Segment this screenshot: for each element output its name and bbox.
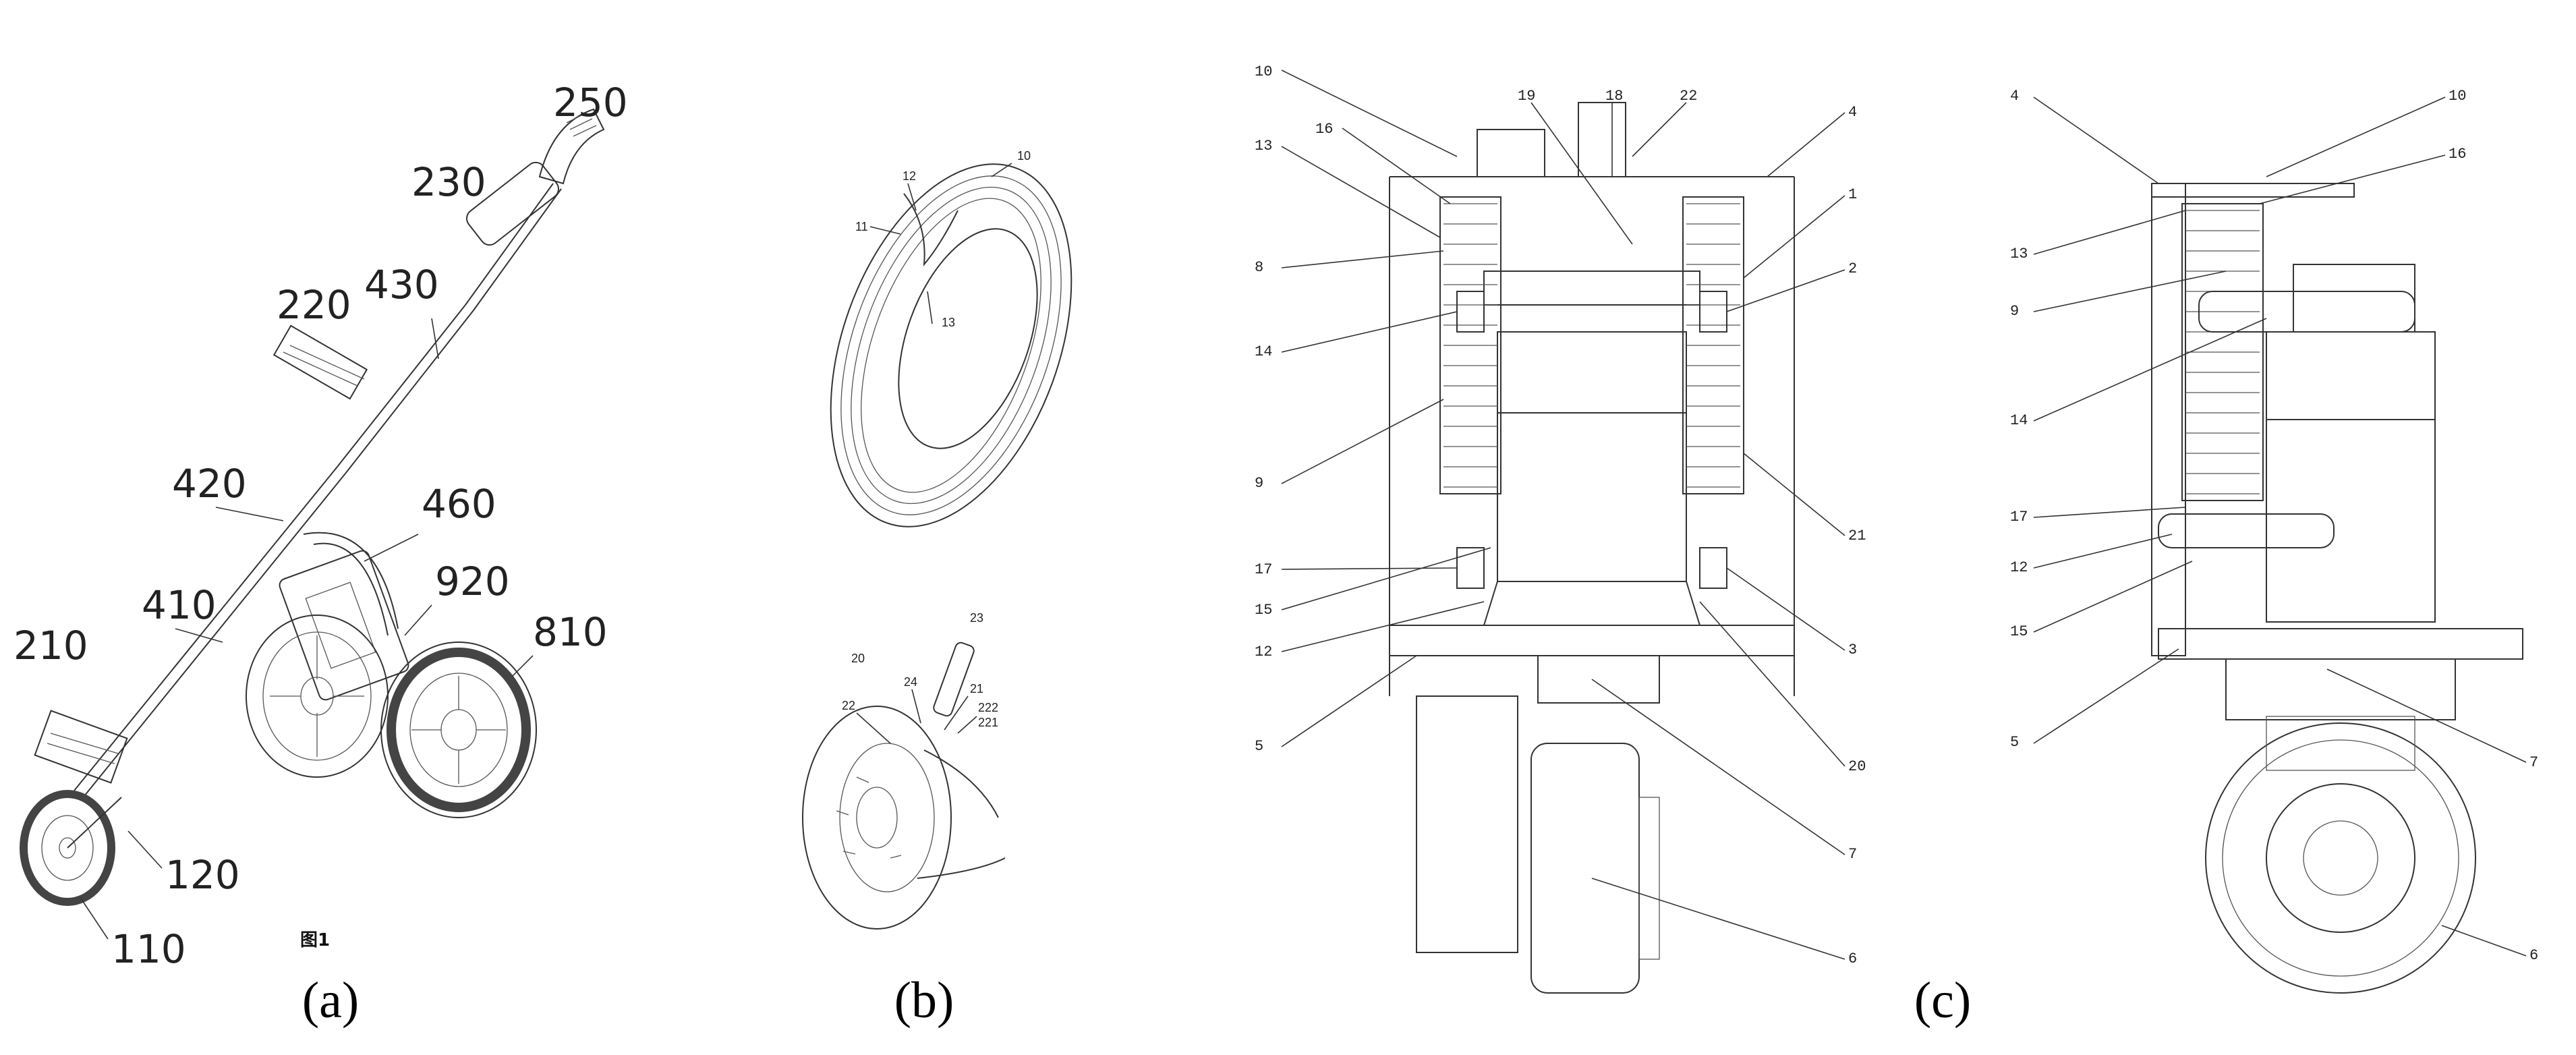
front-label-9: 9 — [1255, 475, 1263, 492]
front-label-2: 2 — [1848, 260, 1857, 277]
label-120: 120 — [165, 852, 240, 898]
rear-wheel-left — [246, 615, 389, 778]
tire-label-11: 11 — [855, 220, 868, 233]
caption-b: (b) — [894, 972, 954, 1029]
front-label-15: 15 — [1255, 602, 1272, 619]
label-430: 430 — [364, 262, 439, 308]
side-view-labels: 4 10 16 13 9 14 17 12 15 5 7 6 — [2010, 88, 2538, 964]
side-label-5: 5 — [2010, 734, 2019, 751]
foot-brake — [34, 710, 128, 784]
tire — [830, 163, 1072, 528]
left-spring — [1439, 196, 1501, 494]
drive-wheel-side — [2205, 716, 2476, 994]
front-label-10: 10 — [1255, 63, 1272, 80]
tire-label-10: 10 — [1017, 149, 1031, 163]
caption-a: (a) — [302, 972, 360, 1029]
front-label-5: 5 — [1255, 738, 1263, 755]
label-410: 410 — [142, 582, 217, 628]
rim-label-22: 22 — [842, 699, 855, 712]
side-label-15: 15 — [2010, 623, 2028, 640]
rim — [802, 641, 1006, 930]
battery-housing — [279, 550, 409, 701]
side-label-16: 16 — [2449, 146, 2466, 163]
label-220: 220 — [277, 282, 351, 328]
right-spring — [1682, 196, 1744, 494]
label-250: 250 — [553, 80, 628, 125]
tire-label-13: 13 — [942, 316, 955, 329]
front-label-1: 1 — [1848, 186, 1857, 203]
trolley-frame — [74, 183, 562, 797]
handle — [466, 108, 605, 246]
front-label-21: 21 — [1848, 528, 1866, 544]
tire-label-12: 12 — [903, 169, 916, 183]
front-wheel — [20, 790, 122, 906]
rim-label-24: 24 — [904, 675, 917, 689]
panel-b-leaders — [856, 163, 1012, 744]
drive-wheel-front — [1416, 655, 1660, 994]
front-label-17: 17 — [1255, 561, 1272, 578]
front-label-8: 8 — [1255, 259, 1263, 276]
panel-a-labels: 250 230 220 430 420 460 410 920 810 210 … — [13, 80, 628, 972]
front-label-4: 4 — [1848, 104, 1857, 121]
label-230: 230 — [411, 159, 486, 205]
side-label-14: 14 — [2010, 412, 2028, 429]
panel-b-labels: 10 12 11 13 23 20 24 21 22 222 221 — [842, 149, 1031, 729]
label-810: 810 — [533, 609, 608, 655]
panel-b-tire-drawing: 10 12 11 13 23 20 24 21 22 222 221 — [802, 149, 1072, 930]
side-label-10: 10 — [2449, 88, 2466, 105]
rim-label-20: 20 — [851, 652, 865, 665]
panel-a-trolley-drawing: 250 230 220 430 420 460 410 920 810 210 … — [13, 80, 628, 972]
front-label-16: 16 — [1315, 121, 1333, 138]
rim-label-221: 221 — [978, 716, 998, 729]
label-110: 110 — [111, 926, 186, 972]
label-420: 420 — [172, 461, 247, 507]
side-label-13: 13 — [2010, 246, 2028, 262]
front-label-13: 13 — [1255, 138, 1272, 154]
label-920: 920 — [435, 559, 510, 604]
front-view — [1389, 102, 1795, 994]
panel-a-leaders — [80, 318, 534, 940]
front-label-18: 18 — [1605, 88, 1623, 105]
front-label-6: 6 — [1848, 950, 1857, 967]
front-label-7: 7 — [1848, 846, 1857, 863]
side-label-12: 12 — [2010, 559, 2028, 576]
label-460: 460 — [422, 481, 496, 527]
front-view-leaders — [1281, 69, 1845, 960]
panel-c-suspension-drawing: 10 19 18 22 4 16 13 1 8 2 14 9 21 17 15 … — [1255, 63, 2538, 994]
side-label-7: 7 — [2529, 754, 2538, 771]
rim-label-222: 222 — [978, 701, 998, 714]
side-view-leaders — [2033, 96, 2527, 957]
seat-bracket — [273, 324, 368, 400]
front-view-labels: 10 19 18 22 4 16 13 1 8 2 14 9 21 17 15 … — [1255, 63, 1866, 967]
side-label-4: 4 — [2010, 88, 2019, 105]
side-label-6: 6 — [2529, 947, 2538, 964]
front-label-22: 22 — [1680, 88, 1697, 105]
side-label-17: 17 — [2010, 509, 2028, 525]
front-label-3: 3 — [1848, 641, 1857, 658]
side-label-9: 9 — [2010, 303, 2019, 320]
rear-wheel-right — [380, 641, 537, 818]
caption-c: (c) — [1914, 972, 1972, 1029]
front-label-19: 19 — [1518, 88, 1535, 105]
side-view — [2151, 183, 2523, 994]
label-210: 210 — [13, 623, 88, 668]
front-label-14: 14 — [1255, 343, 1272, 360]
front-label-20: 20 — [1848, 758, 1866, 775]
figure-number: 图1 — [300, 930, 330, 950]
rim-label-21: 21 — [970, 682, 983, 695]
rim-label-23: 23 — [970, 611, 983, 625]
front-label-12: 12 — [1255, 644, 1272, 660]
